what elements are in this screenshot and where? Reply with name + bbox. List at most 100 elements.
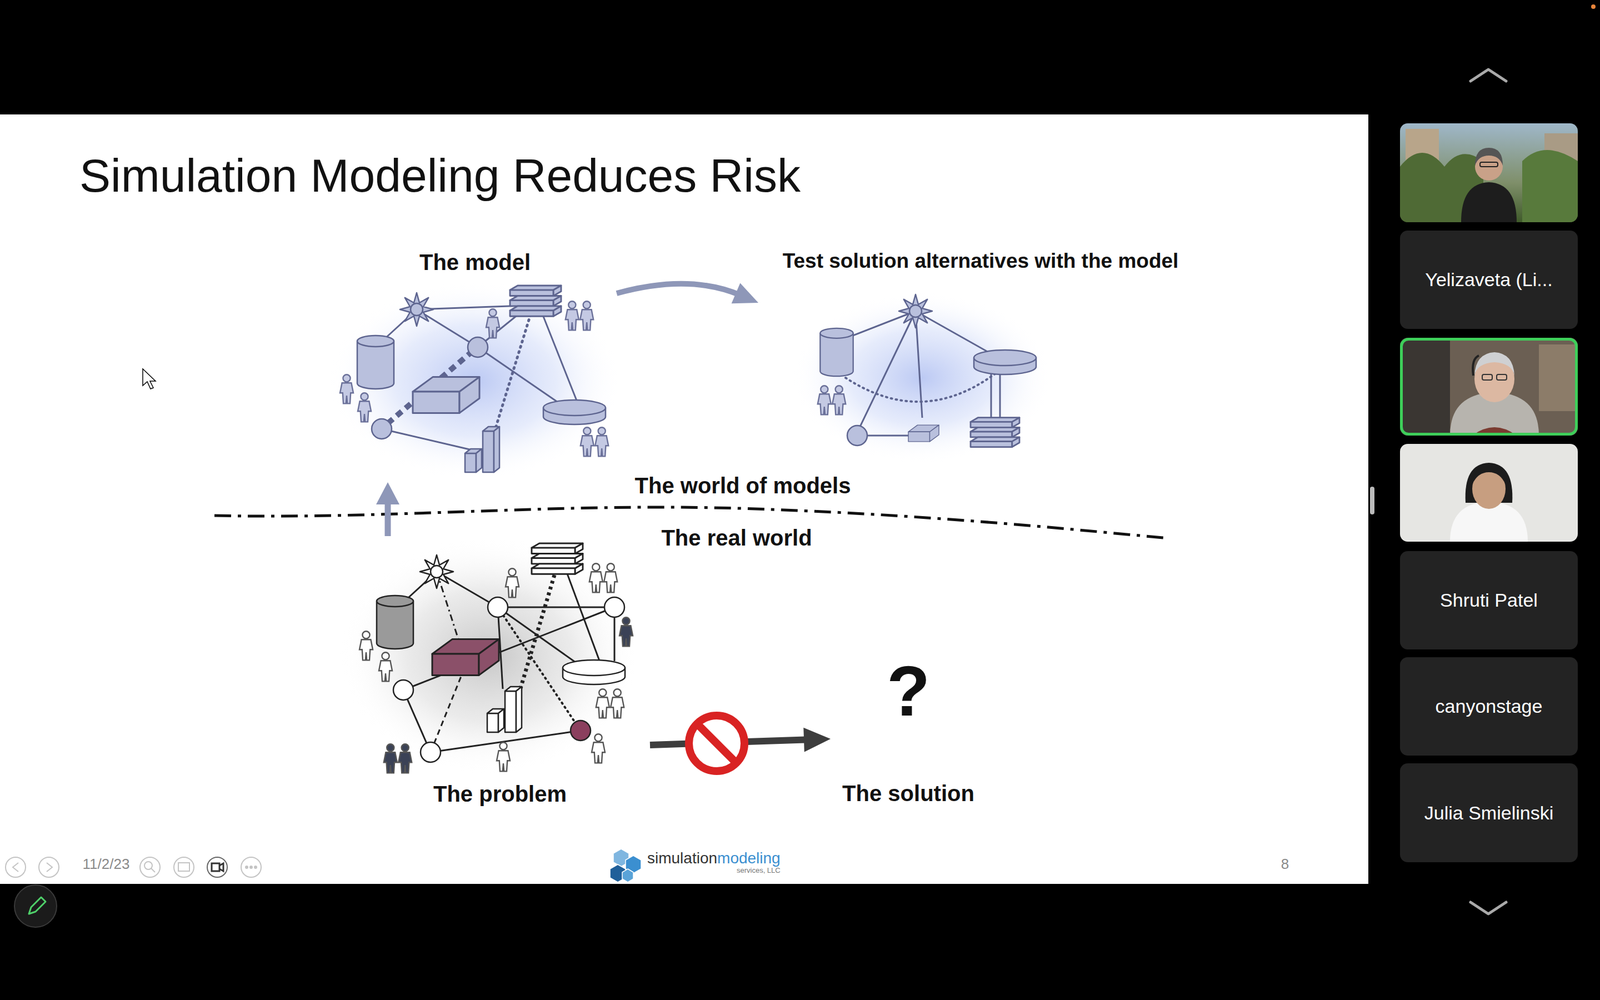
prohibited-sign: [688, 715, 745, 772]
cluster-heading: Test solution alternatives with the mode…: [782, 248, 1179, 274]
drawing-part: [378, 652, 393, 682]
drawing-part: [817, 385, 846, 415]
logo-subtitle: services, LLC: [736, 866, 781, 874]
drawing-part: [908, 425, 939, 442]
glow: [791, 291, 1053, 464]
drawing-part: [622, 868, 634, 883]
video-tile: [1400, 123, 1578, 223]
people: [817, 385, 846, 415]
drawing-part: [1472, 355, 1479, 376]
drawing-part: [1480, 162, 1498, 167]
drawing-part: [543, 400, 606, 425]
drawing-part: [487, 686, 522, 733]
drawing-part: [898, 294, 933, 328]
drawing-part: [505, 568, 519, 598]
drawing-part: [1496, 374, 1507, 380]
drawing-part: [254, 866, 257, 869]
drawing-part: [1472, 464, 1506, 485]
network-parts: [357, 285, 606, 473]
glow: [327, 280, 623, 481]
drawing-part: [38, 857, 59, 878]
model-illustration: [327, 280, 623, 481]
drawing-part: [140, 857, 160, 878]
dashed-link: [430, 669, 464, 753]
participant-name: Yelizaveta (Li...: [1425, 268, 1553, 292]
drawing-part: [820, 328, 853, 377]
connector-arrow: [376, 482, 400, 537]
problem-illustration: [338, 536, 639, 775]
network-links: [844, 311, 1000, 436]
drawing-part: [12, 862, 19, 872]
drawing-part: [465, 426, 500, 473]
arrow-head: [376, 482, 400, 505]
drawing-part: [1400, 337, 1450, 436]
drawing-part: [565, 301, 594, 330]
drawing-part: [1538, 344, 1578, 412]
drawing-part: [1400, 337, 1578, 436]
scroll-up-chevron: [1470, 69, 1507, 82]
region-label: The real world: [661, 524, 812, 552]
panel-divider-handle: [1370, 486, 1375, 515]
drawing-part: [496, 742, 510, 772]
arrow-head: [731, 282, 759, 304]
drawing-part: [178, 862, 190, 872]
mouse-cursor: [142, 368, 156, 389]
drawing-part: [510, 285, 562, 317]
drawing-part: [357, 335, 394, 389]
drawing-part: [487, 597, 508, 618]
drawing-part: [570, 720, 591, 741]
drawing-part: [1474, 352, 1515, 376]
participant-tile: canyonstage: [1400, 657, 1578, 756]
dotted-link: [845, 373, 996, 402]
drawing-part: [5, 857, 26, 878]
drawing-part: [420, 742, 441, 763]
logo-word: simulation: [647, 850, 718, 868]
drawing-part: [589, 563, 618, 593]
network-parts: [376, 543, 625, 763]
dotted-link: [516, 575, 555, 702]
participant-tile: Shruti Patel: [1400, 551, 1578, 650]
pencil-button: [14, 885, 57, 928]
drawing-part: [393, 680, 414, 700]
company-logo: simulationmodelingservices, LLC: [647, 850, 781, 874]
drawing-part: [1400, 123, 1578, 223]
drawing-part: [144, 861, 153, 870]
logo-cubes: [610, 848, 642, 883]
participant-name: Shruti Patel: [1440, 588, 1538, 612]
drawing-part: [1400, 443, 1578, 542]
problem-cluster: The problem: [350, 536, 650, 808]
drawing-part: [1482, 374, 1493, 380]
drawing-part: [847, 425, 868, 446]
drawing-part: [531, 543, 583, 574]
drawing-part: [467, 337, 488, 358]
drawing-part: [400, 292, 434, 327]
drawing-part: [1522, 150, 1578, 223]
app-chrome: [14, 4, 1596, 928]
drawing-part: [580, 427, 609, 457]
drawing-part: [371, 418, 392, 439]
drawing-part: [245, 866, 248, 869]
drawing-part: [416, 309, 478, 348]
drawing-part: [697, 724, 736, 763]
question-mark: ?: [886, 655, 930, 727]
drawing-part: [432, 639, 499, 676]
cluster-heading: The model: [419, 248, 531, 276]
model-cluster: The model: [333, 248, 617, 483]
drawing-part: [357, 392, 372, 422]
alternative-illustration: [791, 291, 1053, 464]
drawing-part: [412, 377, 480, 414]
drawing-part: [596, 688, 624, 718]
drawing-part: [14, 885, 57, 928]
people: [359, 563, 633, 773]
people: [340, 301, 609, 457]
drawing-part: [211, 863, 220, 872]
participant-tile: Julia Smielinski: [1400, 763, 1578, 863]
drawing-part: [46, 862, 53, 872]
drawing-part: [250, 866, 253, 869]
video-tile: [1400, 443, 1578, 542]
solution-area: ?The solution: [830, 655, 987, 807]
cluster-heading: The problem: [433, 780, 567, 808]
drawing-part: [477, 347, 562, 405]
slide-date: 11/2/23: [82, 855, 130, 873]
